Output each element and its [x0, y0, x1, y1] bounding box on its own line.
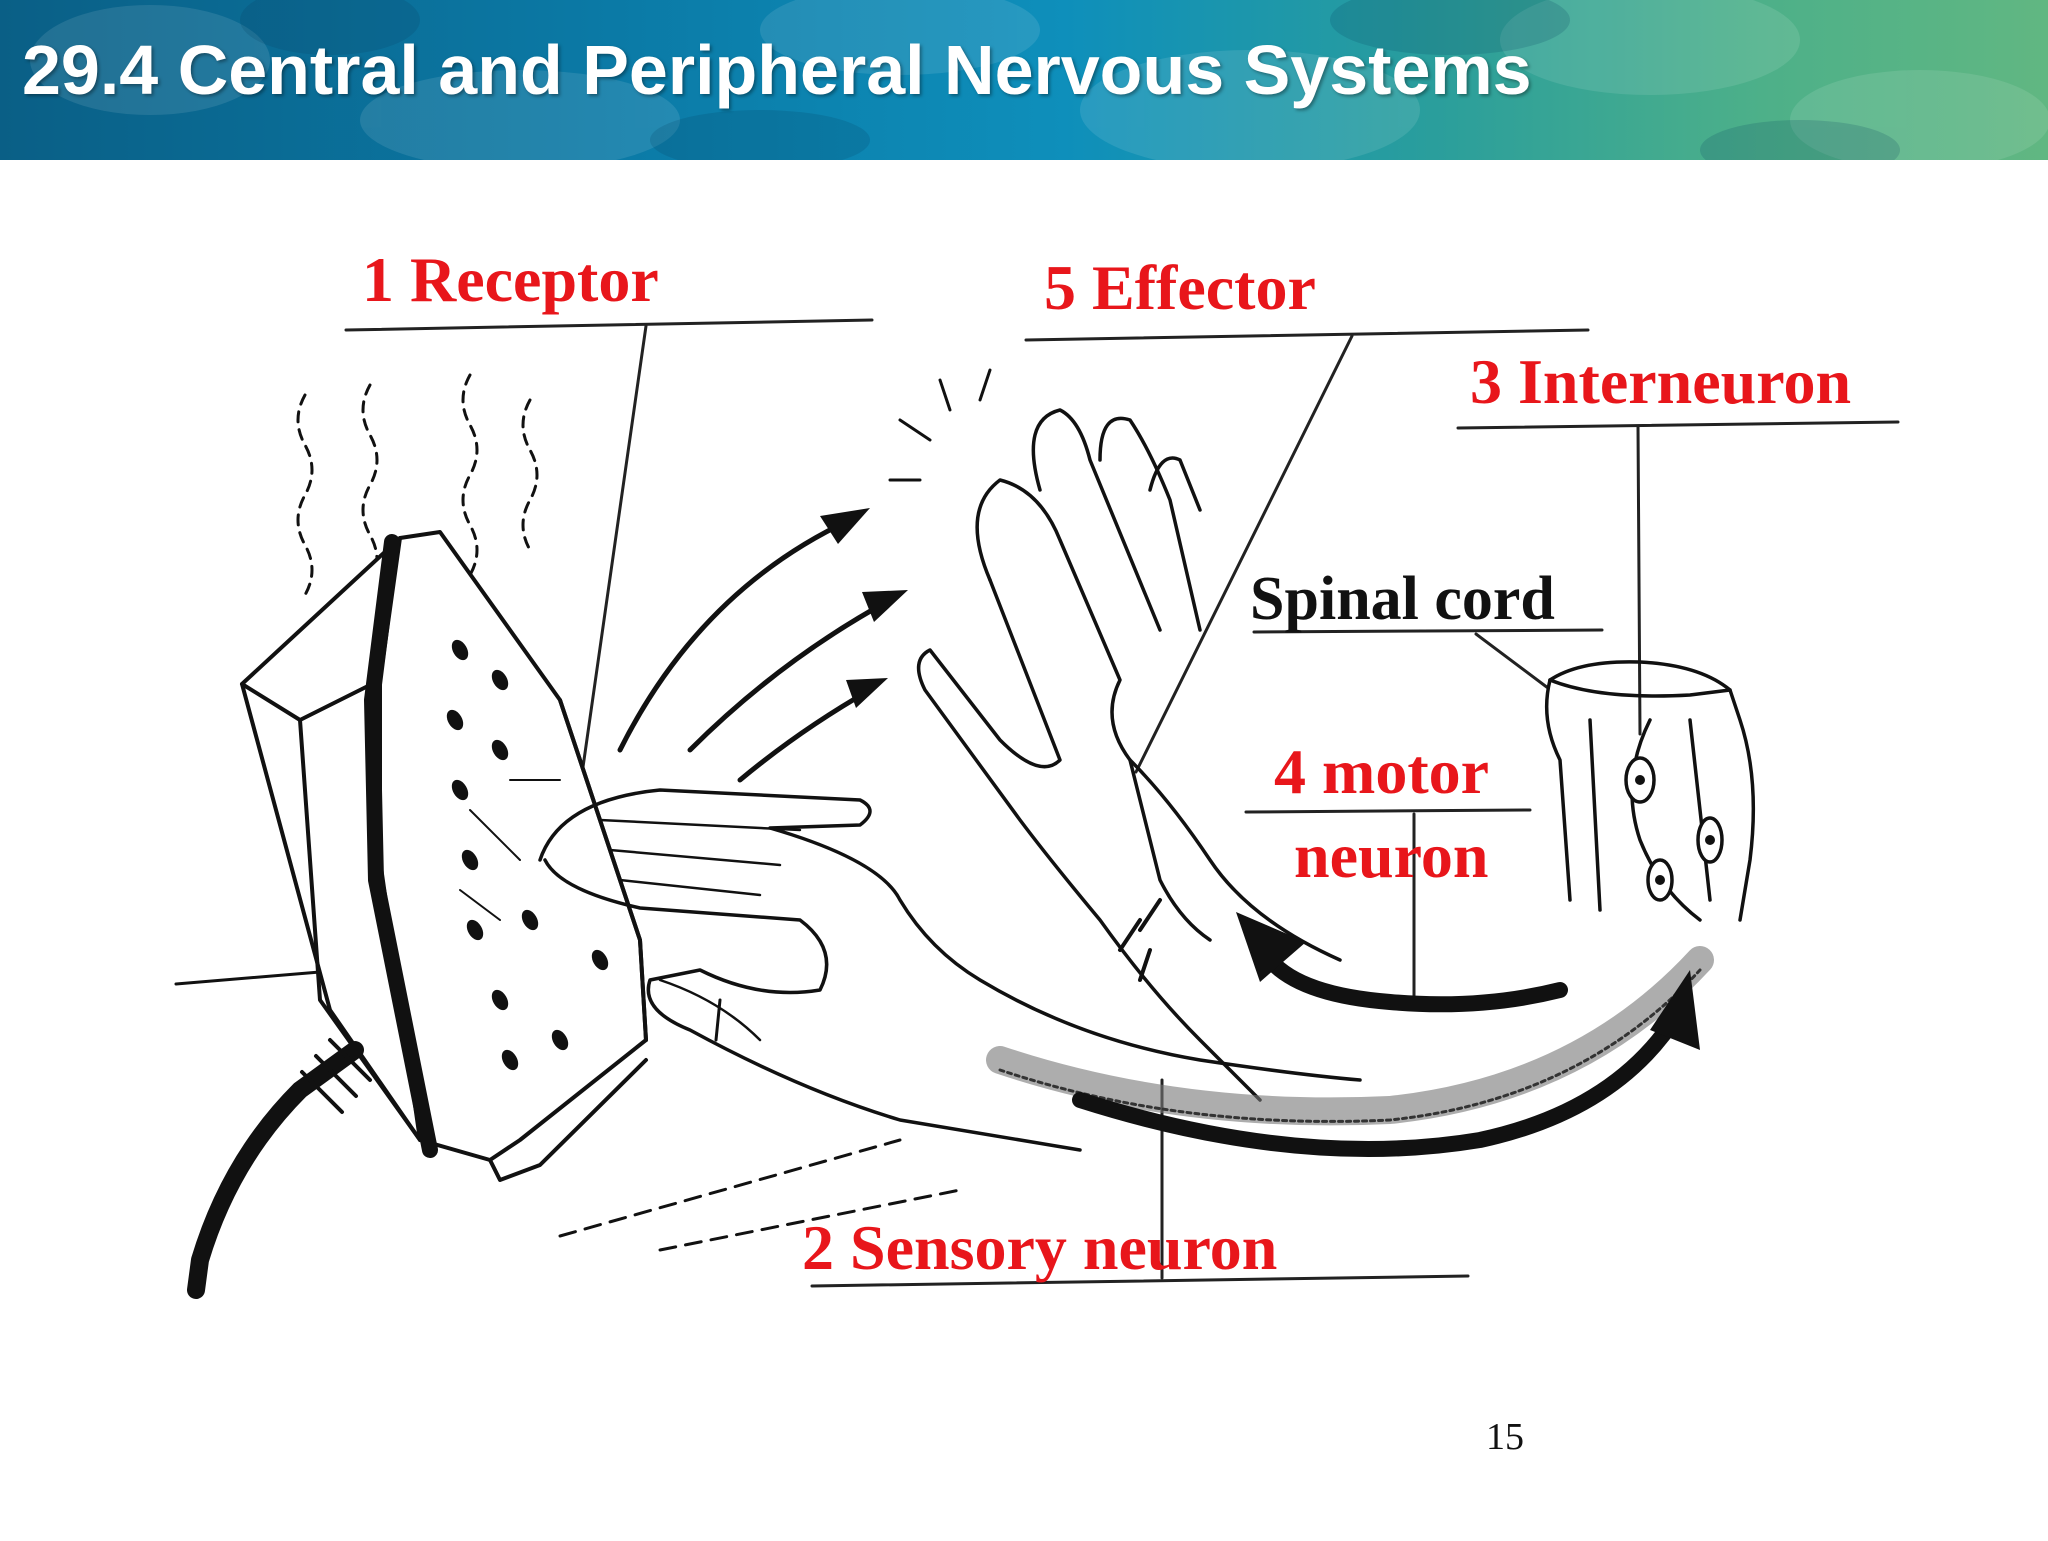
- slide-title: 29.4 Central and Peripheral Nervous Syst…: [22, 31, 1532, 109]
- label-receptor: 1 Receptor: [362, 244, 659, 315]
- receptor-leader: [580, 324, 648, 776]
- label-motor-neuron-line1: 4 motor: [1274, 736, 1490, 807]
- interneuron-leader: [1636, 424, 1642, 736]
- label-effector: 5 Effector: [1044, 252, 1316, 323]
- reflex-arc-diagram: 1 Receptor 5 Effector 3 Interneuron Spin…: [0, 160, 2048, 1536]
- spinal-cord-underline: [1252, 628, 1604, 634]
- sensory-neuron-underline: [810, 1274, 1470, 1288]
- effector-underline: [1024, 328, 1590, 342]
- motion-arrowheads: [820, 508, 908, 708]
- heat-waves: [296, 373, 539, 597]
- table-edge: [174, 970, 322, 986]
- leader-lines: [344, 318, 1900, 1288]
- header-texture: [30, 0, 2048, 160]
- receptor-underline: [344, 318, 874, 332]
- label-sensory-neuron: 2 Sensory neuron: [802, 1212, 1278, 1283]
- spinal-cord-leader: [1474, 632, 1550, 690]
- motion-arrows: [617, 517, 893, 783]
- spinal-cord: [1544, 660, 1756, 922]
- motor-pathway-arrow: [1236, 912, 1568, 1013]
- label-motor-neuron-line2: neuron: [1294, 820, 1489, 891]
- effector-leader: [1134, 334, 1354, 774]
- withdrawn-hand: [888, 368, 1342, 1102]
- motor-neuron-underline: [1244, 808, 1532, 814]
- interneuron-underline: [1456, 420, 1900, 430]
- nerve-bundle: [986, 946, 1714, 1126]
- label-spinal-cord: Spinal cord: [1250, 565, 1555, 633]
- motion-lines: [558, 1138, 962, 1252]
- steam-holes: [446, 639, 609, 1071]
- page-number: 15: [1486, 1416, 1524, 1458]
- reflex-arc-illustration: [174, 318, 1900, 1299]
- sensory-pathway-arrow: [1072, 970, 1700, 1157]
- hand-touching-iron: [538, 788, 1362, 1152]
- iron: [240, 530, 648, 1182]
- power-cord: [187, 1038, 372, 1299]
- slide-header: 29.4 Central and Peripheral Nervous Syst…: [0, 0, 2048, 160]
- label-interneuron: 3 Interneuron: [1470, 346, 1852, 417]
